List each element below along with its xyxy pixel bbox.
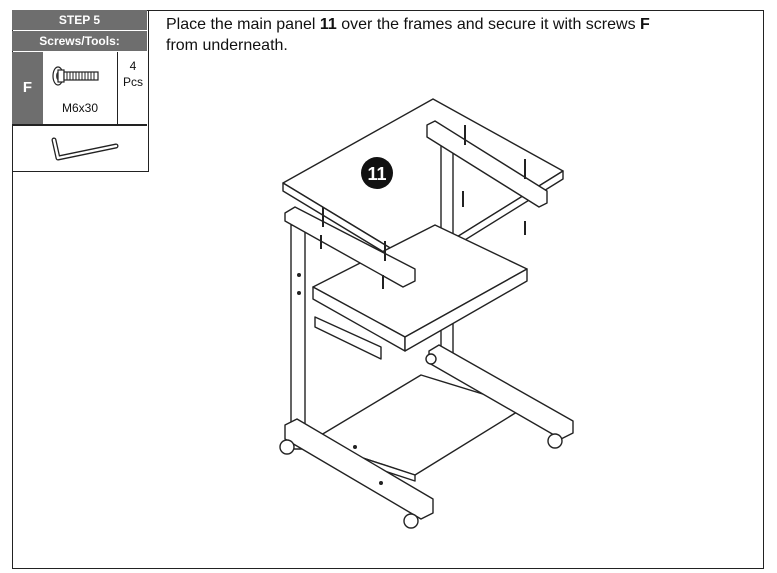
step-title: STEP 5 — [12, 10, 147, 30]
part-letter: F — [12, 52, 43, 124]
panel-number-badge — [361, 157, 393, 189]
quantity: 4 Pcs — [119, 58, 147, 90]
instruction-part3: from underneath. — [166, 37, 288, 54]
instruction-part2: over the frames and secure it with screw… — [336, 16, 641, 33]
screw-size-label: M6x30 — [61, 101, 99, 115]
screw-icon — [52, 66, 99, 86]
quantity-unit: Pcs — [122, 75, 143, 89]
instruction-panel-number: 11 — [319, 16, 337, 33]
quantity-number: 4 — [129, 59, 137, 73]
instruction-part1: Place the main panel — [166, 16, 320, 33]
instruction-text: Place the main panel 11 over the frames … — [166, 14, 746, 56]
screw-cell: M6x30 — [44, 52, 118, 124]
assembly-illustration: 11 — [279, 98, 574, 529]
page-frame — [12, 10, 764, 569]
tools-header: Screws/Tools: — [12, 31, 147, 51]
step-info-box: STEP 5 Screws/Tools: F M6x30 4 Pcs — [12, 10, 149, 172]
divider — [12, 124, 147, 126]
panel-number-badge-text: 11 — [367, 164, 386, 184]
allen-key-icon — [51, 137, 119, 161]
instruction-screw-letter: F — [640, 16, 650, 33]
